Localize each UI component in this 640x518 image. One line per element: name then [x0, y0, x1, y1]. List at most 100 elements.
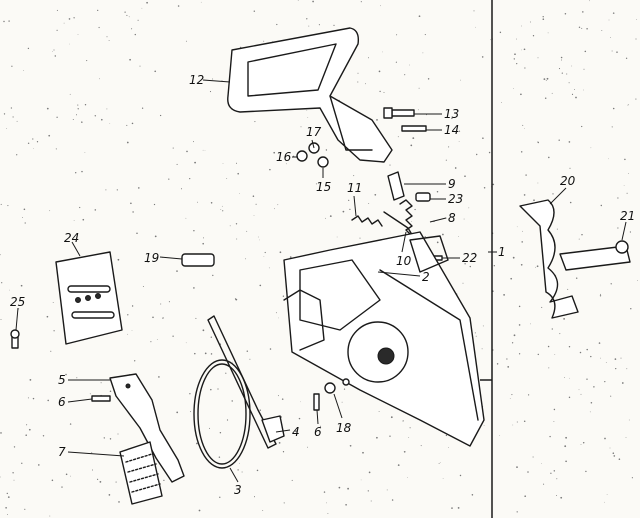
speck — [0, 203, 2, 205]
callout-1: 1 — [498, 245, 506, 259]
speck — [115, 481, 117, 483]
speck — [1, 282, 3, 284]
callout-2: 2 — [422, 270, 430, 284]
speck — [584, 50, 587, 53]
speck — [524, 67, 526, 69]
speck — [424, 236, 426, 238]
speck — [300, 126, 302, 128]
speck — [529, 21, 531, 23]
speck — [129, 58, 131, 61]
speck — [306, 18, 308, 20]
speck — [448, 447, 449, 448]
speck — [579, 351, 582, 354]
speck — [409, 64, 410, 66]
speck — [86, 60, 88, 62]
speck — [154, 235, 157, 238]
speck — [189, 177, 191, 180]
part-15-nut — [317, 156, 329, 168]
speck — [365, 83, 366, 85]
speck — [185, 40, 187, 42]
speck — [275, 312, 277, 314]
speck — [548, 367, 550, 369]
speck — [564, 13, 567, 15]
speck — [158, 376, 160, 378]
speck — [257, 236, 259, 238]
speck — [79, 206, 81, 209]
speck — [210, 353, 213, 355]
speck — [82, 218, 85, 221]
speck — [397, 136, 399, 138]
speck — [172, 147, 174, 149]
speck — [357, 72, 359, 74]
speck — [490, 39, 492, 41]
speck — [476, 153, 478, 156]
speck — [177, 5, 180, 7]
speck — [27, 47, 30, 50]
speck — [442, 233, 444, 236]
speck — [506, 358, 508, 360]
speck — [626, 368, 628, 370]
speck — [325, 149, 328, 151]
speck — [623, 184, 625, 186]
speck — [109, 123, 111, 124]
speck — [326, 502, 327, 504]
speck — [599, 295, 602, 297]
speck — [560, 56, 563, 59]
speck — [581, 233, 583, 236]
part-3-band — [193, 359, 251, 469]
speck — [245, 258, 247, 260]
part-24-plate — [55, 251, 123, 345]
speck — [549, 435, 551, 438]
speck — [281, 398, 284, 400]
speck — [368, 471, 371, 474]
speck — [624, 158, 626, 161]
speck — [516, 226, 518, 228]
speck — [567, 288, 569, 290]
speck — [12, 472, 14, 474]
speck — [468, 207, 470, 209]
speck — [98, 26, 100, 29]
speck — [194, 161, 196, 164]
speck — [75, 172, 77, 174]
speck — [168, 178, 170, 180]
speck — [445, 159, 447, 161]
speck — [463, 218, 465, 220]
speck — [582, 11, 584, 13]
speck — [569, 167, 571, 169]
speck — [100, 382, 102, 384]
speck — [514, 53, 516, 56]
speck — [457, 507, 460, 509]
speck — [547, 345, 550, 348]
speck — [236, 238, 238, 240]
speck — [48, 134, 51, 137]
speck — [73, 17, 75, 19]
speck — [556, 228, 558, 230]
part-18-nut — [342, 378, 350, 386]
speck — [383, 92, 385, 93]
speck — [75, 114, 78, 116]
speck — [329, 215, 332, 217]
speck — [621, 382, 624, 384]
speck — [24, 222, 26, 224]
speck — [137, 19, 139, 21]
speck — [367, 490, 369, 492]
speck — [259, 409, 261, 411]
speck — [52, 301, 54, 303]
speck — [521, 25, 522, 27]
speck — [404, 74, 406, 76]
speck — [9, 289, 10, 291]
speck — [521, 49, 522, 51]
speck — [558, 139, 560, 141]
speck — [475, 26, 476, 28]
speck — [25, 434, 27, 436]
speck — [49, 515, 51, 517]
speck — [496, 363, 499, 365]
speck — [20, 284, 23, 287]
speck — [473, 252, 476, 255]
speck — [226, 419, 229, 421]
speck — [525, 174, 527, 176]
speck — [524, 495, 527, 498]
speck — [553, 408, 556, 411]
speck — [42, 435, 45, 437]
speck — [414, 208, 416, 211]
